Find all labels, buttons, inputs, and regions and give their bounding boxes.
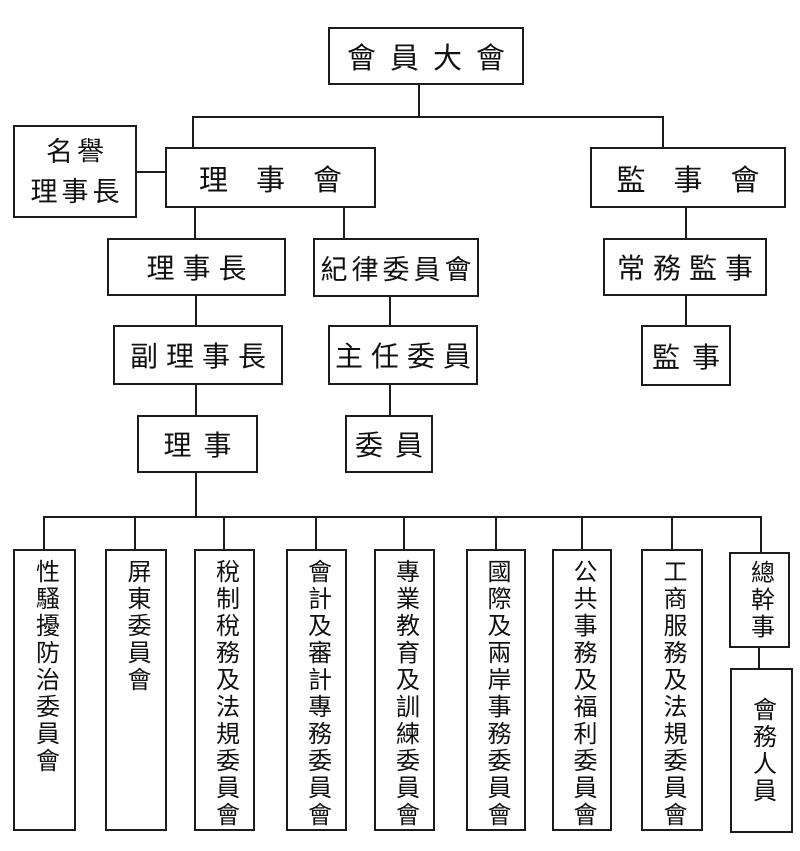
node-committee-pingtung: 屏東委員會: [105, 549, 167, 831]
node-label: 國際及兩岸事務委員會: [483, 559, 509, 829]
node-board-of-supervisors: 監事會: [590, 147, 786, 208]
connector-line: [192, 116, 664, 118]
connector-line: [195, 384, 197, 415]
node-standing-supervisor: 常務監事: [603, 238, 767, 296]
node-label: 總幹事: [746, 559, 773, 641]
node-label: 委員: [354, 431, 435, 462]
connector-line: [134, 516, 136, 549]
connector-line: [581, 516, 583, 549]
connector-line: [685, 295, 687, 325]
connector-line: [137, 171, 165, 173]
node-label: 工商服務及法規委員會: [659, 559, 685, 829]
connector-line: [315, 516, 317, 549]
node-committee-sexual-harassment-prevention: 性騷擾防治委員會: [13, 549, 76, 831]
node-committee-education-training: 專業教育及訓練委員會: [374, 549, 435, 831]
node-chief-commissioner: 主任委員: [328, 325, 478, 385]
node-label: 屏東委員會: [123, 559, 149, 694]
node-label: 公共事務及福利委員會: [569, 559, 595, 829]
connector-line: [389, 384, 391, 415]
node-label: 專業教育及訓練委員會: [391, 559, 418, 829]
node-label: 監事會: [616, 164, 788, 197]
node-label: 稅制稅務及法規委員會: [211, 559, 238, 829]
node-label: 會員大會: [346, 43, 519, 75]
node-chairman: 理事長: [107, 238, 286, 296]
connector-line: [195, 295, 197, 325]
connector-line: [403, 516, 405, 549]
node-committee-international-cross-strait: 國際及兩岸事務委員會: [466, 549, 526, 831]
connector-line: [43, 516, 762, 518]
connector-line: [194, 207, 196, 238]
node-director: 理事: [137, 415, 258, 473]
node-label: 理事會: [198, 164, 370, 197]
node-secretary-general: 總幹事: [729, 552, 790, 648]
connector-line: [389, 296, 391, 325]
connector-line: [495, 516, 497, 549]
connector-line: [43, 516, 45, 549]
node-label: 紀律委員會: [320, 255, 476, 285]
node-committee-business-service-legal: 工商服務及法規委員會: [641, 549, 703, 831]
node-vice-chairman: 副理事長: [113, 325, 283, 385]
node-label: 理事: [163, 431, 244, 462]
connector-line: [671, 516, 673, 549]
node-member-assembly: 會員大會: [328, 27, 524, 85]
connector-line: [760, 516, 762, 552]
connector-line: [195, 472, 197, 518]
node-label: 副理事長: [129, 342, 274, 373]
connector-line: [758, 648, 760, 668]
connector-line: [662, 116, 664, 147]
connector-line: [685, 207, 687, 238]
connector-line: [343, 207, 345, 238]
connector-line: [192, 116, 194, 147]
node-committee-public-affairs-welfare: 公共事務及福利委員會: [552, 549, 612, 831]
node-label: 常務監事: [616, 254, 761, 285]
node-label: 監事: [651, 342, 732, 374]
connector-line: [223, 516, 225, 549]
node-label: 性騷擾防治委員會: [31, 559, 58, 775]
node-label: 主任委員: [334, 342, 479, 373]
node-board-of-directors: 理事會: [165, 147, 376, 208]
node-association-staff: 會務人員: [730, 668, 793, 833]
node-discipline-committee: 紀律委員會: [313, 238, 479, 297]
node-committee-tax-system-legal: 稅制稅務及法規委員會: [194, 549, 255, 831]
node-label: 理事長: [146, 254, 255, 285]
node-commissioner: 委員: [345, 415, 433, 473]
node-supervisor: 監事: [641, 325, 731, 386]
connector-line: [418, 85, 420, 118]
node-label: 會務人員: [748, 696, 775, 805]
node-honorary-chairman: 名譽 理事長: [13, 125, 137, 218]
node-committee-accounting-audit: 會計及審計專務委員會: [286, 549, 347, 831]
node-label: 會計及審計專務委員會: [303, 559, 330, 829]
node-label: 名譽 理事長: [30, 136, 124, 207]
